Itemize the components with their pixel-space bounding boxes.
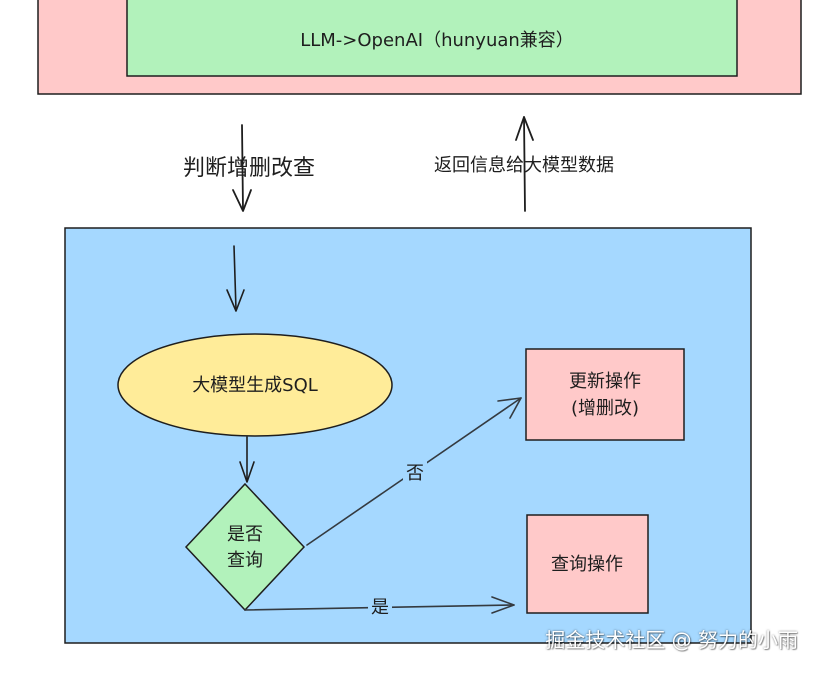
is-query-label-line2: 查询 [227, 550, 263, 571]
entry-arrow-shaft [233, 245, 237, 311]
query-op-node [526, 514, 649, 614]
no-label-bg [403, 460, 427, 484]
update-op-label-line1: 更新操作 [569, 371, 641, 392]
is-query-label-line1: 是否 [227, 524, 263, 545]
generate-sql-node [117, 333, 393, 437]
judge-crud-arrow-shaft [241, 124, 244, 211]
entry-arrow-head [226, 289, 245, 312]
llm-openai-box [126, 0, 738, 77]
judge-crud-label: 判断增删改查 [183, 156, 315, 181]
yes-edge-arrow-head [491, 596, 515, 614]
judge-crud-arrow-head [232, 189, 252, 212]
yes-edge-label: 是 [371, 597, 389, 618]
yes-label-bg [368, 596, 392, 618]
generate-sql-label: 大模型生成SQL [192, 375, 318, 396]
update-op-label-line2: (增删改) [571, 398, 639, 419]
return-info-arrow-shaft [523, 116, 526, 212]
no-edge-label: 否 [406, 463, 424, 484]
llm-openai-label: LLM->OpenAI（hunyuan兼容） [300, 30, 574, 51]
query-op-label: 查询操作 [551, 554, 623, 575]
return-info-label: 返回信息给大模型数据 [434, 155, 614, 176]
update-op-node [525, 348, 685, 441]
sql-to-decision-arrow-head [239, 461, 255, 483]
watermark: 掘金技术社区 @ 努力的小雨 [545, 628, 798, 652]
no-edge-arrow-head [497, 397, 522, 419]
return-info-arrow-head [515, 116, 534, 141]
